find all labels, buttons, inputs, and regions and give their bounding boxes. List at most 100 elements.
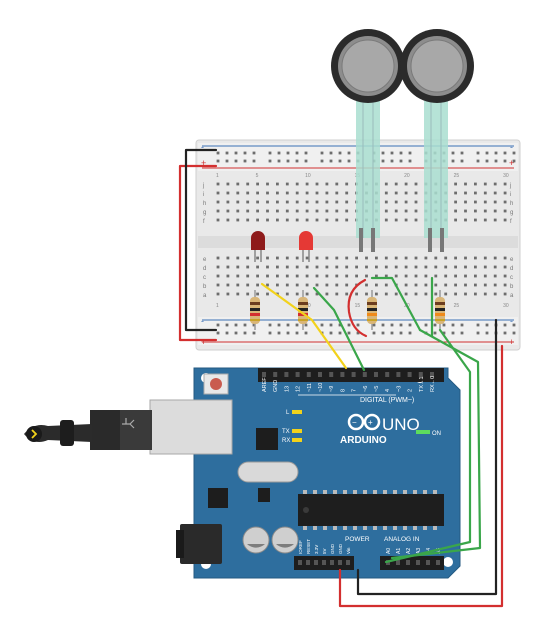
- rail-minus-top-left: -: [201, 142, 204, 152]
- breadboard-hole: [408, 151, 412, 155]
- led-red[interactable]: [299, 231, 313, 262]
- breadboard-hole: [285, 283, 289, 287]
- breadboard-hole: [375, 256, 378, 260]
- breadboard-hole: [236, 292, 240, 296]
- breadboard-hole: [305, 209, 309, 213]
- breadboard-hole: [444, 292, 448, 296]
- breadboard-hole: [464, 182, 467, 186]
- breadboard-hole: [246, 274, 250, 278]
- breadboard-hole: [295, 256, 299, 260]
- chip-leg: [363, 526, 367, 530]
- usb-port: [149, 399, 233, 455]
- breadboard-hole: [305, 265, 309, 269]
- breadboard-hole: [320, 159, 324, 163]
- analog-pin: [436, 560, 440, 565]
- breadboard-hole: [246, 265, 250, 269]
- chip-leg: [383, 526, 387, 530]
- chip-leg: [323, 526, 327, 530]
- breadboard-hole: [295, 151, 299, 155]
- resistor-3[interactable]: [367, 290, 377, 330]
- breadboard-hole: [246, 283, 250, 287]
- svg-text:+: +: [368, 418, 373, 427]
- breadboard-hole: [474, 218, 477, 222]
- breadboard-hole: [236, 218, 240, 222]
- crystal: [237, 461, 299, 483]
- power-pin-label: 5V: [322, 548, 327, 554]
- breadboard-hole: [464, 292, 467, 296]
- chip-leg: [423, 490, 427, 494]
- breadboard-hole: [464, 256, 467, 260]
- breadboard-hole: [295, 283, 299, 287]
- column-number: 25: [454, 303, 460, 309]
- reset-button[interactable]: [203, 373, 229, 395]
- power-pin-label: RESET: [306, 539, 311, 554]
- breadboard-hole: [485, 323, 489, 327]
- breadboard-hole: [434, 274, 438, 278]
- breadboard-hole: [485, 159, 489, 163]
- breadboard-hole: [286, 151, 290, 155]
- breadboard-hole: [216, 182, 220, 186]
- breadboard-hole: [434, 265, 438, 269]
- breadboard-hole: [512, 159, 516, 163]
- led-dark-red[interactable]: [251, 231, 265, 262]
- breadboard-hole: [408, 323, 412, 327]
- breadboard-hole: [384, 209, 388, 213]
- breadboard-hole: [345, 209, 349, 213]
- breadboard-hole: [424, 283, 428, 287]
- breadboard-hole: [375, 274, 378, 278]
- resistor-1[interactable]: [250, 290, 260, 330]
- breadboard-hole: [234, 323, 238, 327]
- breadboard-hole: [252, 331, 256, 335]
- breadboard-hole: [236, 200, 240, 204]
- usb-chip: [256, 428, 278, 450]
- breadboard-hole: [315, 182, 319, 186]
- breadboard-hole: [216, 283, 220, 287]
- breadboard-hole: [485, 331, 489, 335]
- breadboard-hole: [408, 331, 412, 335]
- digital-pin-label: AREF: [262, 377, 268, 392]
- power-pin: [322, 560, 326, 565]
- breadboard-hole: [483, 209, 487, 213]
- breadboard-hole: [503, 256, 507, 260]
- breadboard-hole: [493, 265, 497, 269]
- breadboard-hole: [304, 151, 308, 155]
- breadboard-hole: [483, 200, 487, 204]
- breadboard-hole: [464, 274, 467, 278]
- power-label: POWER: [345, 536, 370, 543]
- breadboard-hole: [424, 274, 428, 278]
- row-letter: j: [509, 183, 511, 189]
- breadboard-hole: [503, 274, 507, 278]
- breadboard-hole: [474, 209, 477, 213]
- power-pin-label: GND: [330, 543, 335, 554]
- breadboard-hole: [345, 265, 349, 269]
- breadboard-hole: [347, 331, 351, 335]
- force-sensor-1[interactable]: [331, 29, 405, 252]
- breadboard-hole: [252, 159, 256, 163]
- digital-label: DIGITAL (PWM~): [360, 397, 414, 404]
- resistor-4[interactable]: [435, 290, 445, 330]
- row-letter: e: [203, 257, 207, 263]
- breadboard-hole: [460, 331, 464, 335]
- capacitor-1: [242, 526, 270, 554]
- breadboard-hole: [225, 323, 229, 327]
- breadboard-hole: [277, 323, 281, 327]
- breadboard-hole: [246, 292, 250, 296]
- breadboard-hole: [305, 191, 309, 195]
- breadboard-hole: [394, 191, 398, 195]
- breadboard-hole: [276, 218, 279, 222]
- row-letter: a: [203, 293, 207, 299]
- resistor-2[interactable]: [298, 290, 308, 330]
- analog-label: ANALOG IN: [384, 536, 420, 543]
- breadboard-hole: [503, 292, 507, 296]
- breadboard-hole: [384, 256, 388, 260]
- chip-leg: [303, 490, 307, 494]
- force-sensor-2[interactable]: [400, 29, 474, 252]
- chip-leg: [353, 490, 357, 494]
- breadboard-hole: [464, 283, 467, 287]
- svg-text:−: −: [352, 418, 357, 427]
- breadboard-hole: [384, 191, 388, 195]
- breadboard-hole: [345, 191, 349, 195]
- breadboard-hole: [404, 191, 408, 195]
- breadboard-hole: [434, 256, 438, 260]
